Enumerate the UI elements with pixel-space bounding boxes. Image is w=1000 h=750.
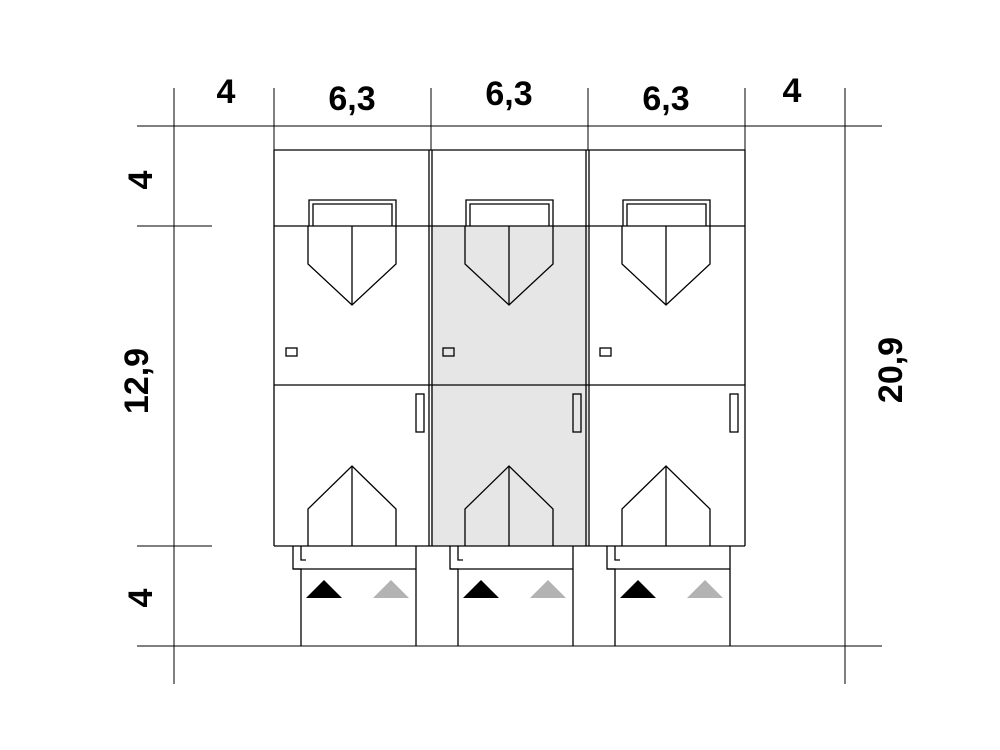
unit-1-marker-square bbox=[285, 347, 298, 357]
dimension-lines bbox=[137, 88, 882, 684]
unit-2-roof-header-inner bbox=[469, 203, 550, 226]
unit-3-marker-square bbox=[599, 347, 612, 357]
unit-3-plot-notch bbox=[614, 546, 620, 561]
unit-2-plot-notch bbox=[457, 546, 463, 561]
unit-1-vertical-slot bbox=[415, 393, 425, 433]
unit-1-roof-header-inner bbox=[312, 203, 393, 226]
dim-top-left-setback: 4 bbox=[217, 73, 236, 111]
unit-3-roof-header-inner bbox=[626, 203, 707, 226]
unit-3-entrance-arrow-light bbox=[687, 580, 723, 598]
unit-1-entrance-arrow-dark bbox=[306, 580, 342, 598]
unit-3-plot-left-edge bbox=[606, 546, 616, 646]
unit-1-entrance-arrow-light bbox=[373, 580, 409, 598]
unit-2-entrance-arrow-dark bbox=[463, 580, 499, 598]
unit-2-marker-square bbox=[442, 347, 455, 357]
units-group bbox=[285, 199, 739, 646]
unit-1-roof-header-outer bbox=[308, 199, 397, 226]
dim-top-unit-1: 6,3 bbox=[328, 80, 375, 118]
dim-top-unit-3: 6,3 bbox=[642, 80, 689, 118]
dim-left-bottom-depth: 4 bbox=[122, 588, 160, 607]
unit-1-plot-notch bbox=[300, 546, 306, 561]
dim-left-top-depth: 4 bbox=[122, 170, 160, 189]
unit-3-vertical-slot bbox=[729, 393, 739, 433]
unit-2-roof-header-outer bbox=[465, 199, 554, 226]
unit-2-plot-left-edge bbox=[449, 546, 459, 646]
unit-3-entrance-arrow-dark bbox=[620, 580, 656, 598]
unit-3-roof-header-outer bbox=[622, 199, 711, 226]
dim-top-unit-2: 6,3 bbox=[485, 75, 532, 113]
unit-1-plot-left-edge bbox=[292, 546, 302, 646]
dim-right-total-depth: 20,9 bbox=[872, 337, 910, 403]
dim-left-building-depth: 12,9 bbox=[118, 348, 156, 414]
unit-2-vertical-slot bbox=[572, 393, 582, 433]
unit-2-entrance-arrow-light bbox=[530, 580, 566, 598]
dim-top-right-setback: 4 bbox=[783, 72, 802, 110]
